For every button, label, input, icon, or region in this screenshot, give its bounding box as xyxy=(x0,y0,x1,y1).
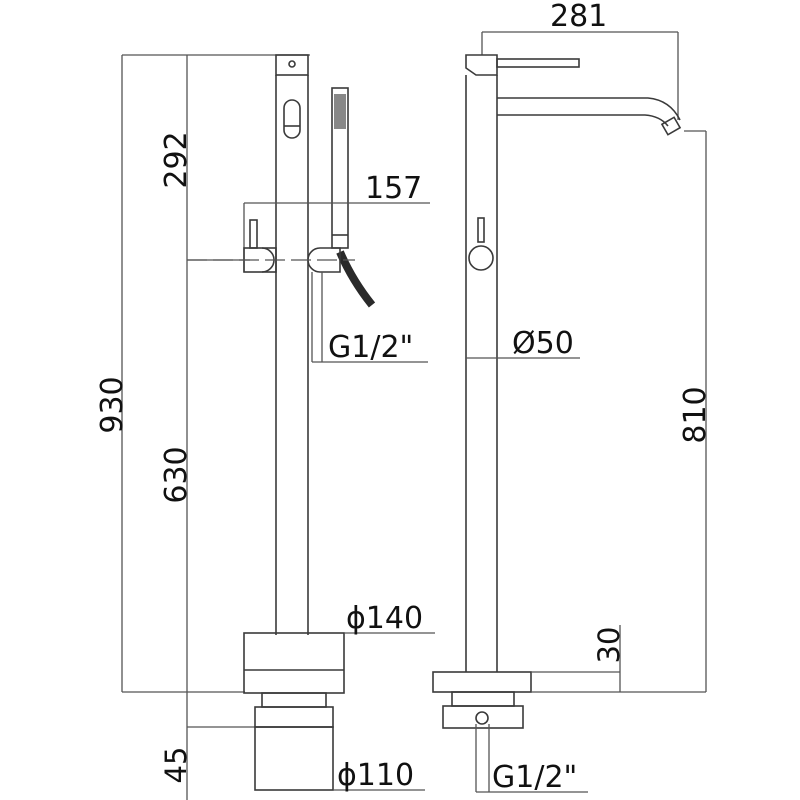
base-diameter-label: ϕ140 xyxy=(346,601,423,636)
spout-height-label: 810 xyxy=(678,386,713,443)
base-height-label: 30 xyxy=(592,627,626,664)
handshower-projection-label: 157 xyxy=(365,171,422,206)
hose-connection-label: G1/2" xyxy=(328,330,413,365)
spout-reach-label: 281 xyxy=(550,0,607,34)
lower-base-diameter-label: ϕ110 xyxy=(337,758,414,793)
total-height-label: 930 xyxy=(95,376,130,433)
side-view xyxy=(432,31,707,793)
supply-connection-label: G1/2" xyxy=(492,760,577,795)
column-height-label: 630 xyxy=(159,446,194,503)
column-diameter-label: Ø50 xyxy=(512,326,574,361)
front-view xyxy=(121,54,435,800)
top-section-height-label: 292 xyxy=(159,131,194,188)
bottom-offset-label: 45 xyxy=(159,747,193,784)
